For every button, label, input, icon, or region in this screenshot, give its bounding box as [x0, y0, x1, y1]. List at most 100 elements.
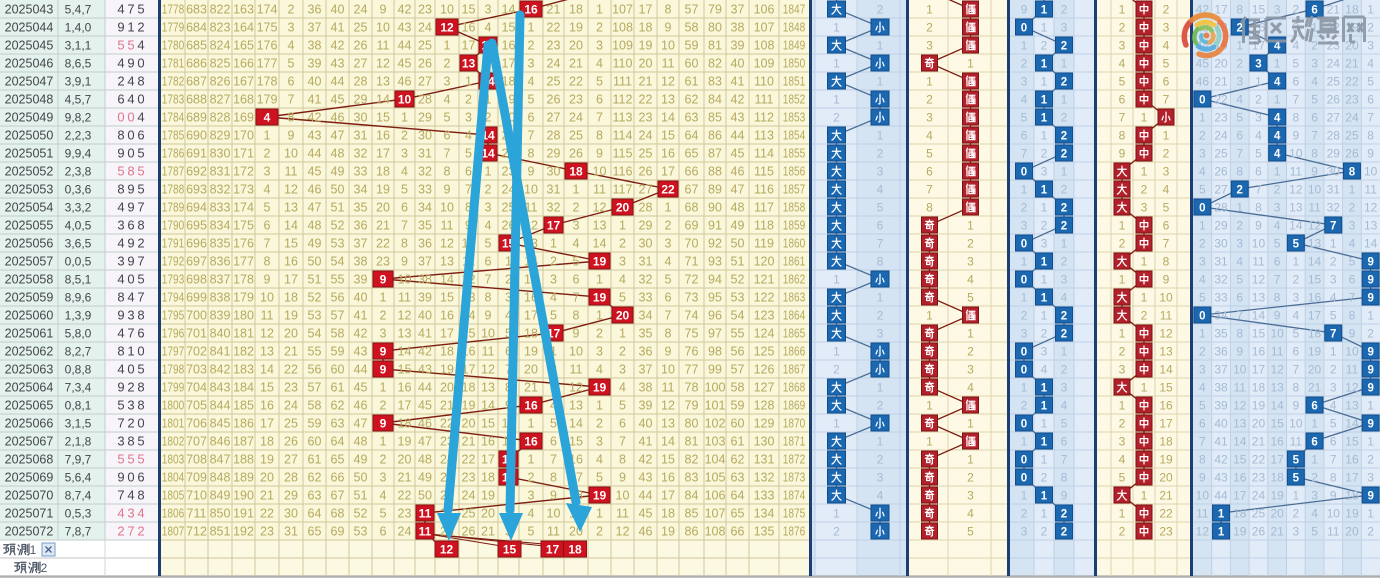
svg-text:86: 86 [685, 525, 699, 539]
svg-text:20: 20 [616, 201, 630, 215]
svg-text:24: 24 [1252, 489, 1266, 503]
svg-text:21: 21 [376, 219, 390, 233]
svg-text:56: 56 [308, 363, 322, 377]
svg-text:2: 2 [1061, 183, 1068, 197]
svg-text:18: 18 [1159, 435, 1173, 449]
svg-text:17: 17 [1159, 417, 1173, 431]
svg-text:1: 1 [127, 344, 134, 359]
svg-text:2: 2 [1311, 471, 1318, 485]
svg-text:1850: 1850 [783, 57, 806, 71]
svg-text:47: 47 [354, 417, 368, 431]
svg-text:4: 4 [1119, 57, 1126, 71]
svg-text:12: 12 [593, 201, 607, 215]
svg-text:58: 58 [331, 327, 345, 341]
svg-text:22: 22 [1252, 453, 1266, 467]
svg-text:10: 10 [524, 183, 538, 197]
svg-text:29: 29 [547, 147, 561, 161]
svg-text:133: 133 [754, 489, 775, 503]
svg-text:113: 113 [613, 111, 633, 125]
svg-text:191: 191 [233, 507, 254, 521]
svg-text:21: 21 [398, 471, 412, 485]
svg-text:9: 9 [127, 254, 134, 269]
svg-text:14: 14 [481, 399, 495, 413]
svg-text:50: 50 [354, 471, 368, 485]
svg-text:21: 21 [569, 57, 583, 71]
svg-text:708: 708 [186, 453, 207, 467]
svg-text:0,8,8: 0,8,8 [65, 363, 92, 377]
svg-text:19: 19 [639, 39, 653, 53]
svg-text:1: 1 [1199, 111, 1206, 125]
svg-text:2: 2 [1061, 363, 1068, 377]
svg-text:1867: 1867 [783, 363, 806, 377]
svg-text:2: 2 [264, 147, 271, 161]
svg-text:7,3,4: 7,3,4 [65, 381, 92, 395]
svg-text:65: 65 [731, 507, 745, 521]
svg-text:6: 6 [137, 128, 144, 143]
svg-text:118: 118 [754, 219, 774, 233]
svg-text:18: 18 [639, 21, 653, 35]
svg-text:1: 1 [596, 399, 603, 413]
svg-text:1862: 1862 [783, 273, 806, 287]
svg-text:33: 33 [639, 291, 653, 305]
svg-text:692: 692 [186, 165, 207, 179]
svg-text:1: 1 [833, 273, 840, 287]
svg-text:7: 7 [137, 290, 144, 305]
svg-text:40: 40 [354, 291, 368, 305]
svg-text:3: 3 [596, 345, 603, 359]
svg-text:2: 2 [1061, 41, 1067, 53]
svg-text:9: 9 [117, 470, 124, 485]
svg-text:125: 125 [754, 345, 775, 359]
svg-text:46: 46 [308, 183, 322, 197]
svg-text:3: 3 [1021, 525, 1028, 539]
svg-text:3: 3 [967, 489, 974, 503]
svg-text:21: 21 [524, 381, 538, 395]
svg-text:19: 19 [440, 363, 454, 377]
svg-text:2: 2 [877, 147, 884, 161]
svg-text:9: 9 [596, 147, 603, 161]
svg-text:8: 8 [137, 308, 144, 323]
svg-text:4: 4 [380, 489, 387, 503]
svg-text:1: 1 [1041, 293, 1048, 305]
svg-text:20: 20 [284, 327, 298, 341]
svg-text:2: 2 [1061, 221, 1067, 233]
svg-text:25: 25 [284, 417, 298, 431]
svg-text:3: 3 [380, 471, 387, 485]
svg-text:15: 15 [398, 363, 412, 377]
svg-text:16: 16 [376, 129, 390, 143]
svg-text:3: 3 [1255, 111, 1262, 125]
svg-text:2: 2 [1199, 345, 1206, 359]
svg-text:2025068: 2025068 [5, 453, 54, 467]
svg-text:13: 13 [462, 57, 476, 71]
svg-text:13: 13 [284, 201, 298, 215]
svg-text:2: 2 [1141, 183, 1148, 197]
svg-text:2: 2 [1041, 219, 1048, 233]
svg-text:19: 19 [524, 345, 538, 359]
svg-text:6: 6 [1061, 435, 1068, 449]
svg-text:108: 108 [705, 525, 726, 539]
svg-text:1: 1 [264, 129, 271, 143]
svg-text:1803: 1803 [162, 453, 185, 467]
svg-text:1786: 1786 [162, 147, 185, 161]
svg-text:684: 684 [186, 21, 207, 35]
svg-text:61: 61 [731, 435, 745, 449]
svg-text:8,5,1: 8,5,1 [65, 273, 92, 287]
svg-text:52: 52 [731, 273, 745, 287]
svg-text:11: 11 [441, 219, 454, 233]
svg-text:5: 5 [137, 146, 144, 161]
svg-text:42: 42 [731, 93, 745, 107]
svg-text:8: 8 [1367, 129, 1374, 143]
svg-text:124: 124 [754, 327, 775, 341]
svg-text:68: 68 [331, 507, 345, 521]
svg-text:3: 3 [1061, 273, 1068, 287]
svg-text:21: 21 [1214, 75, 1228, 89]
svg-text:5: 5 [877, 201, 884, 215]
svg-text:43: 43 [731, 111, 745, 125]
svg-text:7: 7 [1163, 93, 1170, 107]
svg-text:1: 1 [550, 345, 557, 359]
svg-text:5: 5 [117, 38, 124, 53]
svg-text:5: 5 [485, 237, 492, 251]
svg-text:32: 32 [354, 147, 368, 161]
svg-text:2: 2 [833, 111, 840, 125]
svg-text:1: 1 [1041, 491, 1048, 503]
svg-text:4: 4 [1061, 291, 1068, 305]
